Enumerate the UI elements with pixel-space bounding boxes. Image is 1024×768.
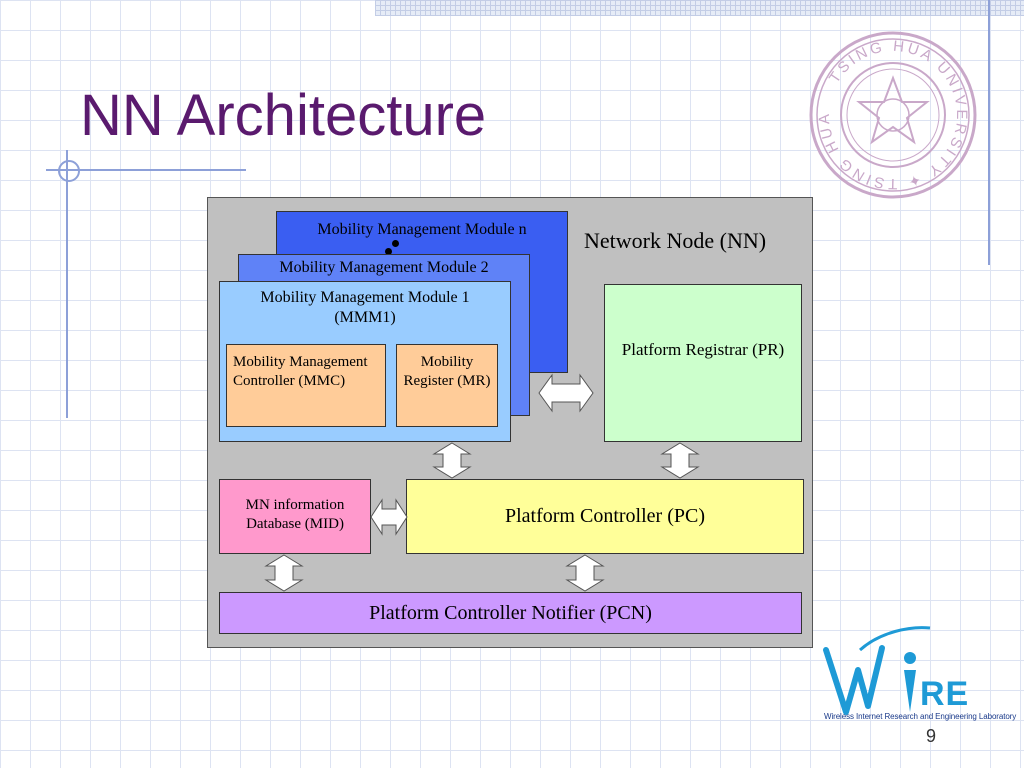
- mobility-register: Mobility Register (MR): [396, 344, 498, 427]
- mn-information-database: MN information Database (MID): [219, 479, 371, 554]
- mmc-label: Mobility Management Controller (MMC): [233, 354, 368, 389]
- mr-label: Mobility Register (MR): [403, 354, 491, 389]
- slide-title: NN Architecture: [80, 83, 487, 148]
- decorative-line-right: [988, 0, 990, 265]
- ellipsis-dot: [385, 248, 392, 255]
- pr-label: Platform Registrar (PR): [621, 340, 785, 359]
- wire-logo: RE: [823, 626, 969, 715]
- logo-subtitle: Wireless Internet Research and Engineeri…: [824, 712, 1017, 721]
- arrow-mid-pc: [370, 498, 408, 536]
- platform-controller-notifier: Platform Controller Notifier (PCN): [219, 592, 802, 634]
- platform-controller: Platform Controller (PC): [406, 479, 804, 554]
- decorative-line-title: [46, 169, 246, 171]
- arrow-pc-pcn: [565, 554, 605, 592]
- mmm-2-label: Mobility Management Module 2: [279, 259, 489, 276]
- arrow-mmm-pr: [538, 373, 594, 413]
- mobility-management-controller: Mobility Management Controller (MMC): [226, 344, 386, 427]
- mmm-n-label: Mobility Management Module n: [317, 221, 527, 238]
- pcn-label: Platform Controller Notifier (PCN): [369, 602, 652, 624]
- mid-label: MN information Database (MID): [245, 497, 345, 532]
- pc-label: Platform Controller (PC): [505, 505, 705, 527]
- arrow-mid-pcn: [264, 554, 304, 592]
- mmm-1-label: Mobility Management Module 1 (MMM1): [260, 289, 470, 326]
- arrow-pr-pc: [660, 442, 700, 479]
- page-number: 9: [926, 726, 937, 746]
- university-seal-logo: TSING HUA UNIVERSITY ✦ TSING HUA: [809, 31, 977, 199]
- platform-registrar: Platform Registrar (PR): [604, 284, 802, 442]
- network-node-label: Network Node (NN): [584, 228, 767, 253]
- ellipsis-dot: [392, 240, 399, 247]
- top-pattern-band: [375, 0, 1024, 16]
- svg-text:TSING HUA UNIVERSITY ✦ TSING H: TSING HUA UNIVERSITY ✦ TSING HUA: [816, 38, 970, 192]
- decorative-ring: [58, 160, 80, 182]
- svg-text:RE: RE: [920, 675, 969, 713]
- arrow-mmm-pc: [432, 442, 472, 479]
- decorative-line-left: [66, 150, 68, 418]
